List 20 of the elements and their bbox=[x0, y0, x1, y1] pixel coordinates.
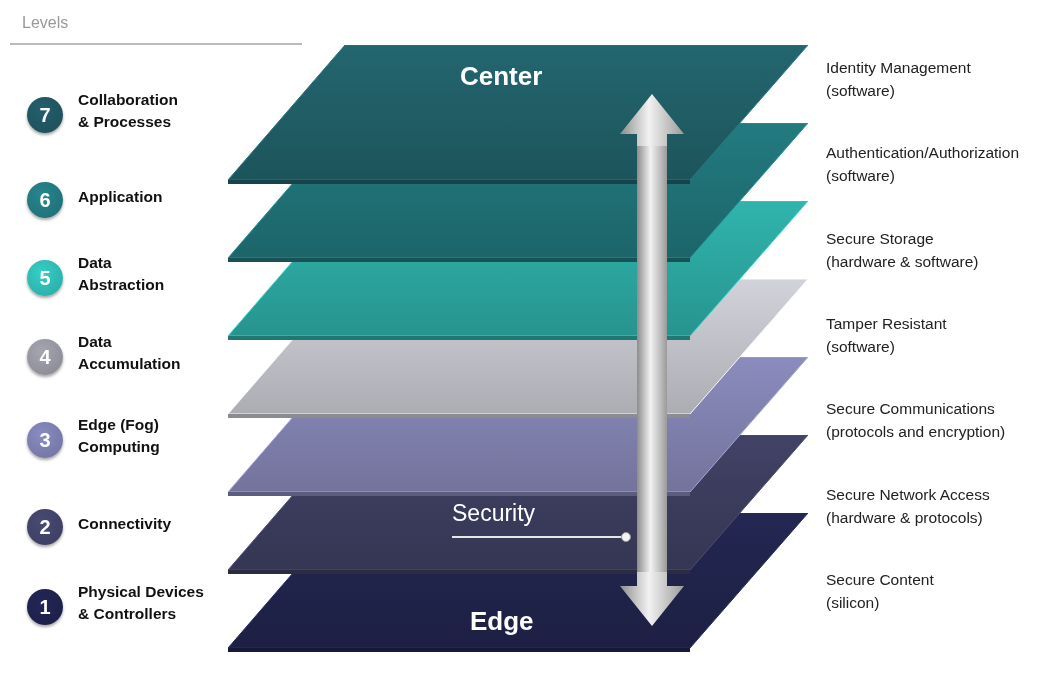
level-name: Collaboration & Processes bbox=[78, 90, 179, 133]
security-label: Security bbox=[452, 500, 547, 537]
security-note: Secure Storage (hardware & software) bbox=[826, 229, 980, 273]
level-name: Data Abstraction bbox=[78, 253, 166, 296]
security-column-drawing bbox=[620, 94, 684, 626]
security-note: Secure Communications (protocols and encryption) bbox=[826, 399, 1007, 443]
security-note: Secure Network Access (hardware & protocols) bbox=[826, 485, 991, 529]
level-name: Application bbox=[78, 187, 164, 207]
level-name: Physical Devices & Controllers bbox=[78, 582, 205, 625]
level-name: Edge (Fog) Computing bbox=[78, 415, 161, 458]
security-note: Tamper Resistant (software) bbox=[826, 314, 948, 358]
level-name: Data Accumulation bbox=[78, 332, 182, 375]
leader-line bbox=[451, 532, 631, 542]
layer-label: Center bbox=[460, 61, 543, 92]
level-name: Connectivity bbox=[78, 514, 172, 534]
security-note: Identity Management (software) bbox=[826, 58, 972, 102]
heading: Levels bbox=[22, 14, 69, 32]
security-note: Secure Content (silicon) bbox=[826, 570, 935, 614]
layer-label: Edge bbox=[470, 606, 534, 637]
security-note: Authentication/Authorization (software) bbox=[826, 143, 1021, 187]
